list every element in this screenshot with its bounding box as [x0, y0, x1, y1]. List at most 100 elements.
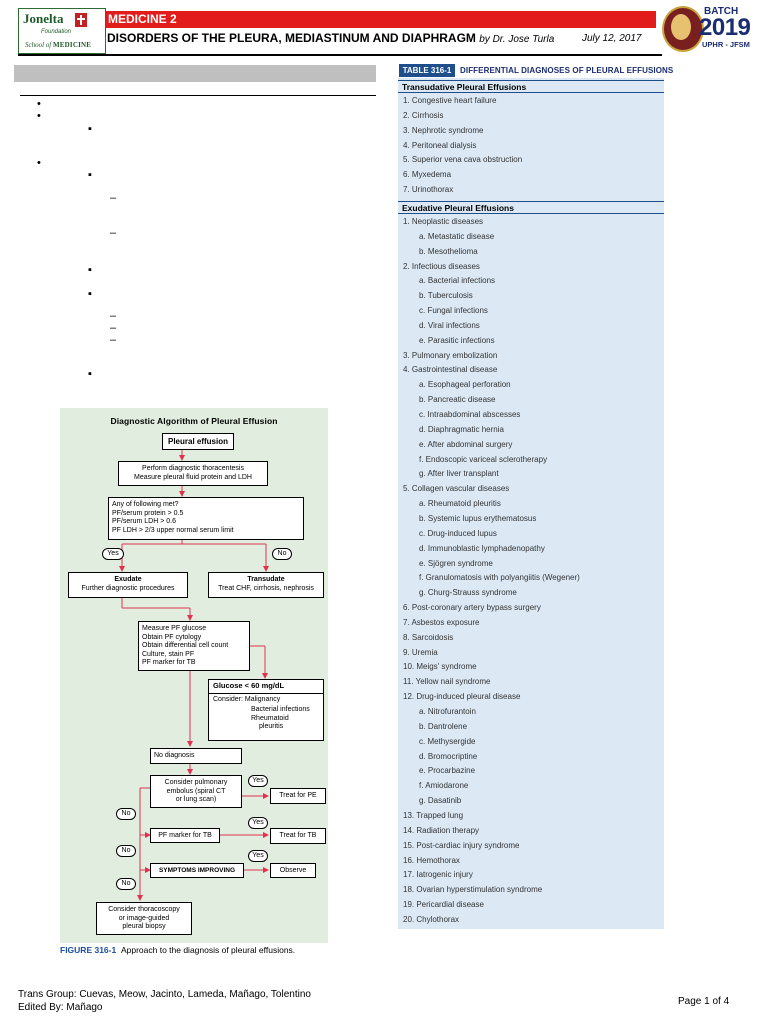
dash-marker: –: [110, 227, 117, 239]
exudative-item: c. Methysergide: [419, 736, 476, 746]
measure-4: Culture, stain PF: [142, 650, 195, 658]
logo-text: Jonelta: [23, 11, 64, 26]
exudative-item: g. Churg-Strauss syndrome: [419, 588, 517, 598]
square-marker: ▪: [88, 264, 92, 276]
exudative-item: 8. Sarcoidosis: [403, 632, 454, 642]
thoraco-line-2: or image-guided: [118, 914, 170, 922]
exudative-item: a. Metastatic disease: [419, 231, 495, 241]
yes-pill-pe: Yes: [248, 775, 268, 787]
exudative-item: 3. Pulmonary embolization: [403, 350, 498, 360]
exudate-sub: Further diagnostic procedures: [81, 584, 175, 592]
thoracentesis-line-1: Perform diagnostic thoracentesis: [142, 465, 244, 472]
batch-year: 2019: [699, 14, 751, 41]
figure-title: Diagnostic Algorithm of Pleural Effusion: [110, 416, 278, 426]
exudative-heading: Exudative Pleural Effusions: [398, 200, 664, 214]
exudative-item: 7. Asbestos exposure: [403, 617, 480, 627]
yes-pill: Yes: [102, 548, 124, 560]
tb-marker-box: PF marker for TB: [150, 828, 220, 843]
no-pill: No: [272, 548, 292, 560]
exudative-item: c. Fungal infections: [419, 306, 488, 316]
thoracoscopy-box: Consider thoracoscopy or image-guided pl…: [96, 902, 192, 935]
exudative-item: d. Immunoblastic lymphadenopathy: [419, 543, 545, 553]
seal-figure: [671, 14, 691, 40]
yes-pill-symptoms: Yes: [248, 850, 268, 862]
title-text: DISORDERS OF THE PLEURA, MEDIASTINUM AND…: [107, 31, 476, 45]
square-marker: ▪: [88, 169, 92, 181]
exudative-item: 10. Meigs' syndrome: [403, 662, 477, 672]
exudative-item: f. Endoscopic variceal sclerotherapy: [419, 454, 548, 464]
transudative-item: 5. Superior vena cava obstruction: [403, 155, 523, 165]
exudative-item: a. Esophageal perforation: [419, 380, 511, 390]
logo-school-name: MEDICINE: [53, 41, 92, 49]
transudative-heading: Transudative Pleural Effusions: [398, 80, 664, 93]
bullet-marker: •: [37, 98, 41, 110]
exudative-item: b. Systemic lupus erythematosus: [419, 513, 537, 523]
exudative-item: d. Bromocriptine: [419, 751, 478, 761]
figure-caption-label: FIGURE 316-1: [60, 945, 117, 955]
pulmonary-embolus-box: Consider pulmonary embolus (spiral CT or…: [150, 775, 242, 808]
criteria-line-3: PF/serum LDH > 0.6: [112, 518, 176, 525]
exudative-item: 14. Radiation therapy: [403, 825, 480, 835]
exudative-item: c. Drug-induced lupus: [419, 528, 497, 538]
no-pill-tb: No: [116, 845, 136, 857]
footer-credits: Trans Group: Cuevas, Meow, Jacinto, Lame…: [18, 988, 311, 1014]
exudative-item: e. After abdominal surgery: [419, 439, 513, 449]
document-title: DISORDERS OF THE PLEURA, MEDIASTINUM AND…: [107, 31, 554, 45]
section-heading-bar: [14, 65, 376, 82]
logo-school-prefix: School of: [25, 41, 52, 49]
exudative-item: 20. Chylothorax: [403, 914, 460, 924]
exudative-item: g. After liver transplant: [419, 469, 499, 479]
transudative-item: 4. Peritoneal dialysis: [403, 140, 477, 150]
transudate-box: Transudate Treat CHF, cirrhosis, nephros…: [208, 572, 324, 598]
exudative-item: 9. Uremia: [403, 647, 438, 657]
batch-label: BATCH: [704, 6, 739, 17]
exudative-item: g. Dasatinib: [419, 796, 462, 806]
table-tag: TABLE 316-1: [399, 64, 455, 77]
exudative-item: e. Sjögren syndrome: [419, 558, 493, 568]
diagnostic-algorithm-figure: Diagnostic Algorithm of Pleural Effusion…: [60, 408, 328, 943]
symptoms-improving-box: SYMPTOMS IMPROVING: [150, 863, 244, 878]
consider-line-2: Bacterial infections: [251, 706, 310, 713]
exudative-item: d. Viral infections: [419, 320, 480, 330]
transudative-item: 2. Cirrhosis: [403, 110, 444, 120]
exudative-item: b. Mesothelioma: [419, 246, 478, 256]
author-text: by Dr. Jose Turla: [479, 34, 555, 45]
edited-by: Edited By: Mañago: [18, 1002, 103, 1013]
transudate-sub: Treat CHF, cirrhosis, nephrosis: [218, 584, 314, 592]
no-diagnosis-box: No diagnosis: [150, 748, 242, 764]
thoracentesis-line-2: Measure pleural fluid protein and LDH: [134, 473, 252, 481]
course-label: MEDICINE 2: [108, 12, 177, 26]
dash-marker: –: [110, 310, 117, 322]
dash-marker: –: [110, 322, 117, 334]
course-banner: [106, 11, 656, 28]
red-cross-icon: [75, 13, 87, 27]
no-pill-symptoms: No: [116, 878, 136, 890]
exudative-item: 2. Infectious diseases: [403, 261, 480, 271]
consider-line-3: Rheumatoid: [251, 714, 289, 722]
square-marker: ▪: [88, 123, 92, 135]
exudative-item: a. Rheumatoid pleuritis: [419, 499, 501, 509]
pleural-effusion-box: Pleural effusion: [162, 433, 234, 450]
exudative-item: 15. Post-cardiac injury syndrome: [403, 840, 520, 850]
pe-line-3: or lung scan): [175, 796, 217, 803]
exudative-item: e. Procarbazine: [419, 766, 476, 776]
exudative-item: 16. Hemothorax: [403, 855, 460, 865]
exudative-item: a. Nitrofurantoin: [419, 707, 476, 716]
exudate-label: Exudate: [114, 576, 142, 583]
treat-tb-box: Treat for TB: [270, 828, 326, 844]
figure-caption: FIGURE 316-1 Approach to the diagnosis o…: [60, 945, 295, 955]
figure-caption-text: Approach to the diagnosis of pleural eff…: [120, 945, 296, 955]
dash-marker: –: [110, 192, 117, 204]
exudative-item: 1. Neoplastic diseases: [403, 216, 484, 226]
criteria-line-4: PF LDH > 2/3 upper normal serum limit: [112, 526, 234, 534]
exudative-item: 18. Ovarian hyperstimulation syndrome: [403, 885, 543, 895]
logo-school: School of MEDICINE: [25, 41, 91, 49]
exudative-item: e. Parasitic infections: [419, 335, 495, 345]
header-divider: [18, 54, 662, 56]
trans-group: Trans Group: Cuevas, Meow, Jacinto, Lame…: [18, 989, 311, 1000]
exudate-box: Exudate Further diagnostic procedures: [68, 572, 188, 598]
transudative-item: 3. Nephrotic syndrome: [403, 125, 484, 135]
document-date: July 12, 2017: [582, 33, 642, 44]
thoracentesis-box: Perform diagnostic thoracentesis Measure…: [118, 461, 268, 486]
exudative-item: f. Amiodarone: [419, 781, 469, 791]
